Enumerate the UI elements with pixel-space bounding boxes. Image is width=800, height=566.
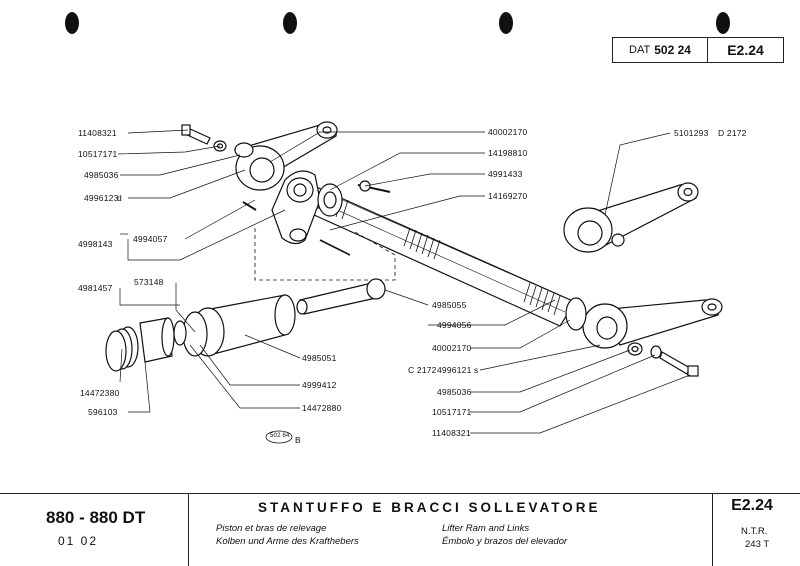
label-14472880: 14472880: [302, 403, 342, 413]
label-4996121: 4996121: [437, 365, 472, 375]
stamp-suffix: B: [295, 435, 301, 445]
footer-code: E2.24: [731, 497, 773, 514]
title-block: 880 - 880 DT 01 02 STANTUFFO E BRACCI SO…: [0, 493, 800, 566]
subtitle-es: Émbolo y brazos del elevador: [442, 536, 568, 547]
punch-hole-3: [499, 12, 513, 34]
label-4996123: 4996123: [84, 193, 119, 203]
label-4991433: 4991433: [488, 169, 523, 179]
sheet-title: STANTUFFO E BRACCI SOLLEVATORE: [258, 500, 601, 515]
punch-hole-2: [283, 12, 297, 34]
label-4985036-right: 4985036: [437, 387, 472, 397]
label-4994056: 4994056: [437, 320, 472, 330]
label-10517171-left: 10517171: [78, 149, 118, 159]
label-4985051: 4985051: [302, 353, 337, 363]
label-14169270: 14169270: [488, 191, 528, 201]
stamp-text: 502 64: [270, 433, 290, 439]
model-range: 01 02: [58, 534, 99, 548]
right-lift-arm: [565, 297, 723, 377]
label-11408321-left: 11408321: [78, 128, 117, 138]
stamp-oval: [265, 430, 293, 444]
left-lift-arm: [181, 121, 338, 191]
model-name: 880 - 880 DT: [46, 508, 146, 527]
leader-lines-right: [269, 131, 691, 434]
label-11408321-right: 11408321: [432, 428, 471, 438]
assembly-outline: [254, 228, 396, 281]
label-596103: 596103: [88, 407, 118, 417]
label-10517171-right: 10517171: [432, 407, 472, 417]
label-d2172: D 2172: [718, 128, 747, 138]
dat-prefix: DAT: [629, 44, 651, 56]
reference-box: DAT 502 24 E2.24: [612, 37, 784, 63]
lifter-ram-piston: [173, 294, 296, 357]
label-4999412: 4999412: [302, 380, 337, 390]
label-5101293: 5101293: [674, 128, 709, 138]
punch-hole-4: [716, 12, 730, 34]
label-40002170-top: 40002170: [488, 127, 528, 137]
piston-rod: [296, 278, 386, 315]
code-cell: E2.24 N.T.R. 243 T: [712, 494, 800, 566]
label-4996121-suffix: s: [474, 365, 479, 375]
dat-number: 502 24: [654, 43, 691, 57]
subtitle-de: Kolben und Arme des Krafthebers: [216, 536, 359, 547]
pin-shaft: [319, 239, 351, 256]
leader-lines-center: [189, 334, 301, 409]
label-4998143: 4998143: [78, 239, 113, 249]
label-4985055: 4985055: [432, 300, 467, 310]
pin-left: [242, 201, 257, 211]
dat-reference: DAT 502 24: [613, 38, 708, 62]
label-14472380: 14472380: [80, 388, 120, 398]
label-4981457: 4981457: [78, 283, 113, 293]
label-4994057: 4994057: [133, 234, 168, 244]
label-4996123-suffix: d: [117, 193, 122, 203]
label-c2172: C 2172: [408, 365, 437, 375]
ntr-label: N.T.R.: [741, 526, 768, 537]
punch-hole-1: [65, 12, 79, 34]
label-573148: 573148: [134, 277, 164, 287]
label-4985036-left: 4985036: [84, 170, 119, 180]
ntr-value: 243 T: [745, 539, 770, 550]
leader-lines-left: [117, 129, 286, 413]
subtitle-en: Lifter Ram and Links: [442, 523, 530, 534]
label-14198810: 14198810: [488, 148, 528, 158]
exploded-parts-drawing: [105, 121, 723, 444]
section-code: E2.24: [727, 42, 764, 58]
subtitle-fr: Piston et bras de relevage: [216, 523, 327, 534]
right-arm-d2172: [563, 182, 699, 253]
lift-bracket: [271, 170, 343, 245]
seal-rings: [105, 317, 175, 372]
model-cell: 880 - 880 DT 01 02: [0, 494, 189, 566]
label-40002170-bottom: 40002170: [432, 343, 472, 353]
